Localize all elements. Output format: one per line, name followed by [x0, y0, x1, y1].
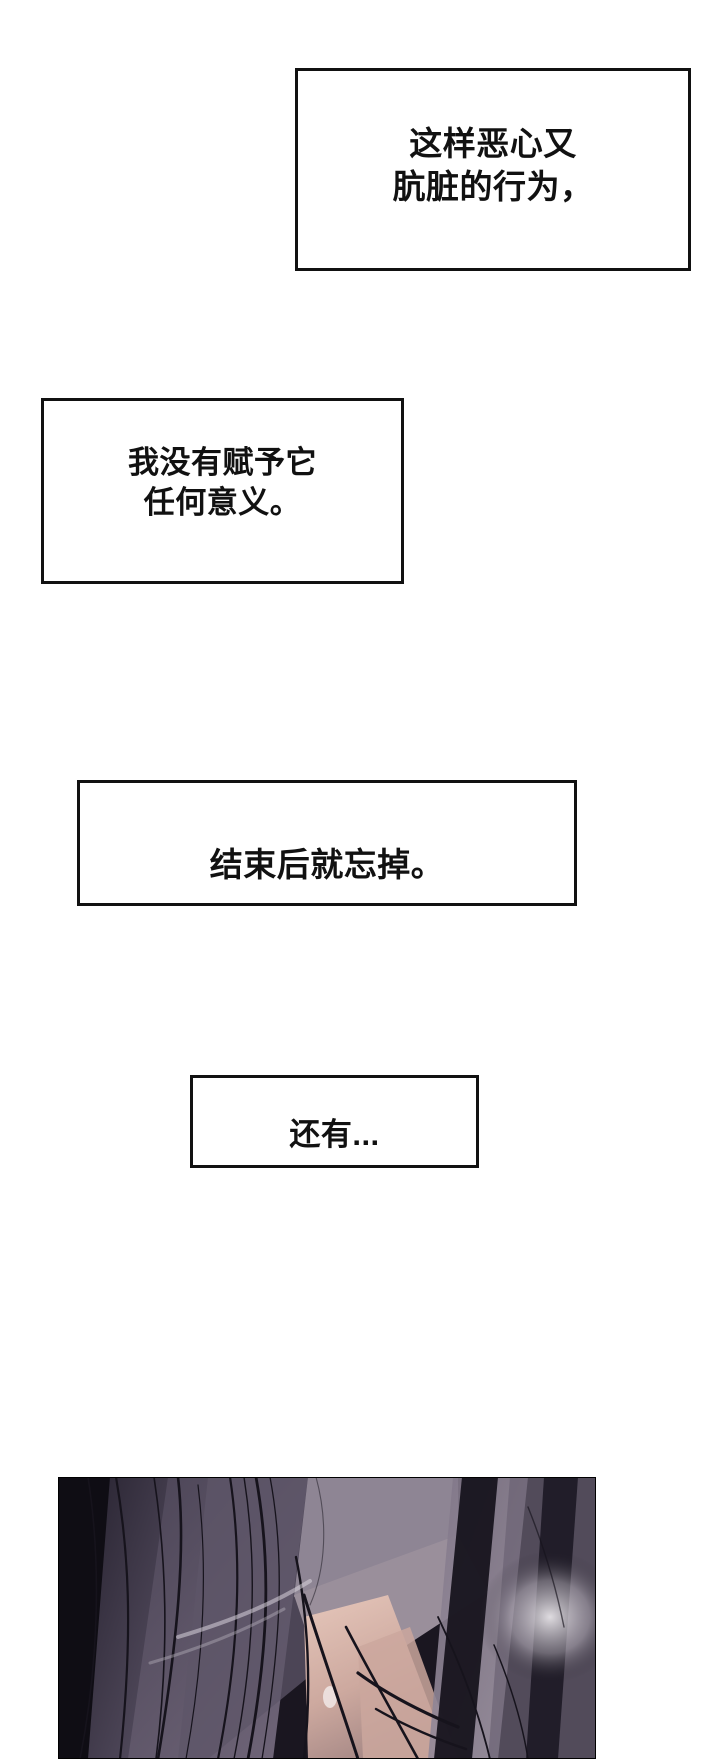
- narration-box-1: 这样恶心又 肮脏的行为，: [295, 68, 691, 271]
- narration-box-2: 我没有赋予它 任何意义。: [41, 398, 404, 584]
- narration-text-3: 结束后就忘掉。: [209, 846, 445, 884]
- comic-art-panel: [58, 1477, 596, 1759]
- narration-text-1: 这样恶心又 肮脏的行为，: [392, 125, 594, 205]
- narration-text-4: 还有...: [289, 1116, 380, 1152]
- narration-box-4: 还有...: [190, 1075, 479, 1168]
- comic-art-illustration: [58, 1477, 596, 1759]
- narration-text-2: 我没有赋予它 任何意义。: [128, 445, 317, 521]
- narration-box-3: 结束后就忘掉。: [77, 780, 577, 906]
